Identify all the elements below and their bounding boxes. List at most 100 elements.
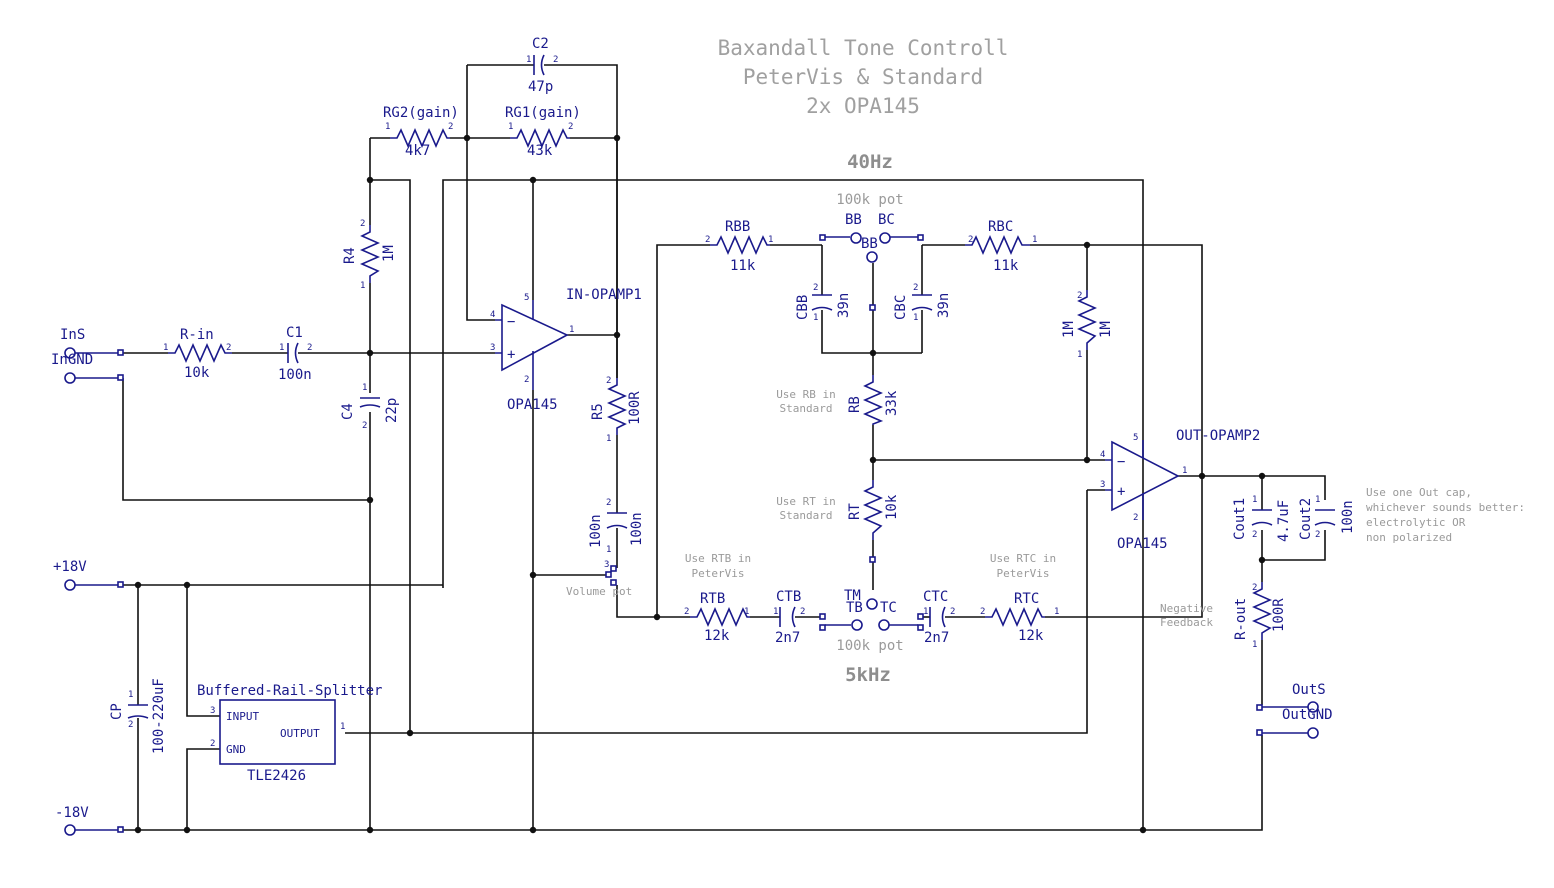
- svg-text:Cout1: Cout1: [1232, 498, 1248, 540]
- outs-label: OutS: [1292, 682, 1326, 698]
- svg-text:4: 4: [490, 310, 495, 320]
- opamp-1: − + 43 152 IN-OPAMP1 OPA145: [490, 287, 642, 413]
- svg-text:100R: 100R: [627, 391, 643, 425]
- svg-text:1: 1: [279, 343, 284, 353]
- svg-text:PeterVis: PeterVis: [997, 567, 1050, 580]
- svg-text:100n: 100n: [1340, 500, 1356, 534]
- supply-ports: +18V -18V: [53, 559, 124, 836]
- svg-text:CTB: CTB: [776, 589, 801, 605]
- capacitor-cout2: Cout2 100n 12: [1298, 495, 1356, 540]
- svg-text:1: 1: [1054, 607, 1059, 617]
- svg-text:R4: R4: [342, 247, 358, 264]
- svg-text:1: 1: [1315, 495, 1320, 505]
- svg-text:2: 2: [980, 607, 985, 617]
- svg-text:1: 1: [1032, 235, 1037, 245]
- svg-text:R-in: R-in: [180, 327, 214, 343]
- svg-text:3: 3: [1100, 480, 1105, 490]
- capacitor-c4: C4 22p 12: [340, 383, 400, 431]
- svg-text:1: 1: [923, 607, 928, 617]
- svg-text:C2: C2: [532, 36, 549, 52]
- svg-text:1: 1: [1252, 495, 1257, 505]
- svg-text:Standard: Standard: [780, 509, 833, 522]
- svg-text:2: 2: [524, 375, 529, 385]
- svg-text:1: 1: [1182, 466, 1187, 476]
- svg-text:1: 1: [340, 722, 345, 732]
- note-rb: Use RB in Standard: [776, 388, 836, 415]
- plus18-label: +18V: [53, 559, 87, 575]
- svg-text:2: 2: [307, 343, 312, 353]
- svg-text:1: 1: [163, 343, 168, 353]
- svg-text:2: 2: [800, 607, 805, 617]
- svg-text:2: 2: [210, 739, 215, 749]
- svg-text:RBB: RBB: [725, 219, 750, 235]
- svg-text:2: 2: [1077, 291, 1082, 301]
- treble-pot-label: 100k pot: [836, 638, 903, 654]
- svg-text:2: 2: [362, 421, 367, 431]
- in-opamp1-net: IN-OPAMP1: [566, 287, 642, 303]
- input-port: InS InGND: [51, 327, 124, 384]
- svg-text:2: 2: [1315, 530, 1320, 540]
- svg-text:1: 1: [773, 607, 778, 617]
- svg-text:2: 2: [813, 283, 818, 293]
- svg-text:3: 3: [490, 343, 495, 353]
- svg-text:Negative: Negative: [1160, 602, 1213, 615]
- svg-text:1M: 1M: [381, 245, 397, 262]
- svg-text:1: 1: [385, 122, 390, 132]
- resistor-r4: R4 1M 21: [342, 219, 397, 291]
- svg-text:1: 1: [1252, 640, 1257, 650]
- volume-pot: 3 Volume pot: [566, 560, 632, 598]
- rail-splitter: Buffered-Rail-Splitter TLE2426 INPUT GND…: [197, 683, 382, 784]
- svg-text:2: 2: [568, 122, 573, 132]
- svg-text:electrolytic OR: electrolytic OR: [1366, 516, 1466, 529]
- svg-text:1: 1: [913, 313, 918, 323]
- svg-text:CBB: CBB: [795, 295, 811, 320]
- svg-text:non polarized: non polarized: [1366, 531, 1452, 544]
- bass-wiper-label: BB: [861, 236, 878, 252]
- svg-text:2: 2: [448, 122, 453, 132]
- svg-text:whichever sounds better:: whichever sounds better:: [1366, 501, 1525, 514]
- svg-text:10k: 10k: [184, 365, 210, 381]
- svg-text:RT: RT: [847, 503, 863, 520]
- ins-label: InS: [60, 327, 85, 343]
- svg-text:12k: 12k: [704, 628, 730, 644]
- svg-text:22p: 22p: [384, 398, 400, 423]
- svg-text:RTC: RTC: [1014, 591, 1039, 607]
- svg-text:2: 2: [606, 376, 611, 386]
- svg-text:CTC: CTC: [923, 589, 948, 605]
- svg-text:1: 1: [362, 383, 367, 393]
- svg-text:100R: 100R: [1271, 598, 1287, 632]
- svg-text:11k: 11k: [730, 258, 756, 274]
- note-rt: Use RT in Standard: [776, 495, 836, 522]
- splitter-input-label: INPUT: [226, 710, 259, 723]
- tb-label: TB: [846, 600, 863, 616]
- svg-text:4.7uF: 4.7uF: [1276, 500, 1292, 542]
- svg-text:1M: 1M: [1061, 321, 1077, 338]
- bass-pot-label: 100k pot: [836, 192, 903, 208]
- svg-text:PeterVis: PeterVis: [692, 567, 745, 580]
- svg-text:2: 2: [128, 720, 133, 730]
- svg-text:RG2(gain): RG2(gain): [383, 105, 459, 121]
- capacitor-cp: CP 100-220uF 12: [109, 678, 167, 754]
- resistor-rt: RT 10k: [847, 480, 900, 563]
- svg-text:RB: RB: [847, 396, 863, 413]
- svg-text:1: 1: [606, 545, 611, 555]
- svg-text:CBC: CBC: [893, 295, 909, 320]
- svg-text:43k: 43k: [527, 143, 553, 159]
- svg-text:100n: 100n: [278, 367, 312, 383]
- resistor-1m: 1M 1M 21: [1061, 290, 1114, 360]
- svg-text:1M: 1M: [1098, 321, 1114, 338]
- opamp-2: − + 43 152 OUT-OPAMP2 OPA145: [1100, 428, 1260, 552]
- svg-text:2n7: 2n7: [924, 630, 949, 646]
- splitter-output-label: OUTPUT: [280, 727, 320, 740]
- svg-text:CP: CP: [109, 703, 125, 720]
- svg-text:2: 2: [1252, 583, 1257, 593]
